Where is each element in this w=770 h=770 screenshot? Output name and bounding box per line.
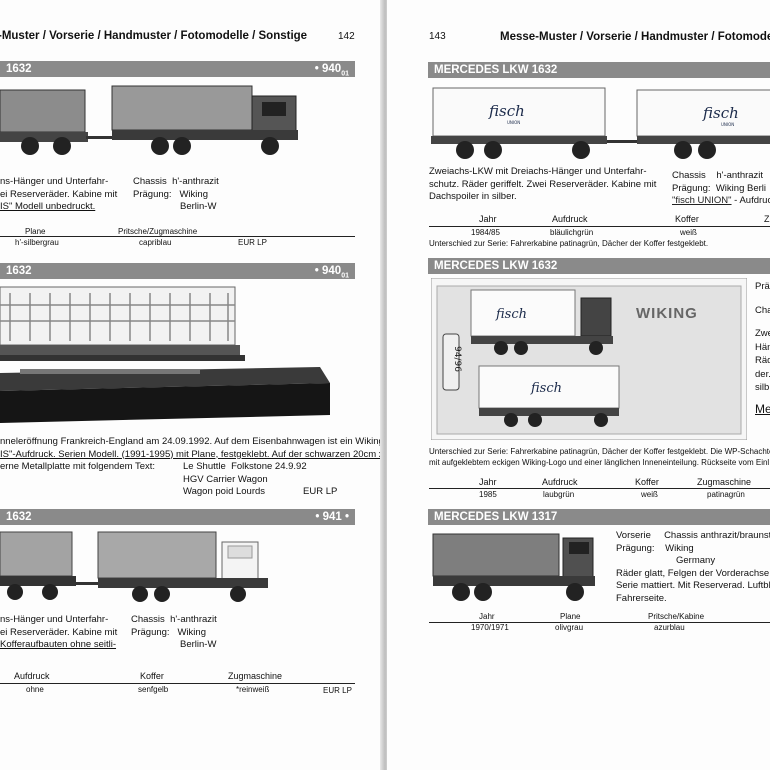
- table-cell: olivgrau: [555, 623, 584, 632]
- column-header: Pritsche/Kabine: [648, 612, 705, 621]
- entry-title-bar: 1632 • 941 •: [0, 509, 355, 525]
- left-page: -Muster / Vorserie / Handmuster / Fotomo…: [0, 0, 383, 770]
- svg-text:fisch: fisch: [530, 381, 562, 396]
- column-header: Plane: [560, 612, 581, 621]
- entry-title-bar: MERCEDES LKW 1317: [428, 509, 770, 525]
- column-header: Aufdruck: [14, 671, 50, 681]
- fisch-logo: fisch: [702, 104, 739, 122]
- column-header: Koffer: [140, 671, 164, 681]
- truck-photo: [431, 530, 601, 606]
- handwritten-label: 94/96: [452, 346, 462, 372]
- entry-note: Unterschied zur Serie: Fahrerkabine pati…: [429, 239, 709, 248]
- entry-model-name: MERCEDES LKW 1632: [434, 64, 558, 76]
- price-label: EUR LP: [323, 686, 352, 695]
- table-divider: [429, 488, 770, 489]
- entry-title-bar: 1632 • 94001: [0, 263, 355, 279]
- entry-title-bar: MERCEDES LKW 1632: [428, 62, 770, 78]
- column-header: Jahr: [479, 612, 495, 621]
- column-header: Pritsche/Zugmaschine: [118, 227, 198, 236]
- column-header: Zugmaschine: [228, 671, 283, 681]
- wiking-logo: WIKING: [636, 305, 698, 322]
- boxed-set-photo: fisch WIKING fisch 94/96: [431, 278, 747, 440]
- entry-catalog-number: • 94001: [314, 265, 349, 280]
- column-header: Aufdruck: [542, 477, 578, 487]
- right-page: 143 Messe-Muster / Vorserie / Handmuster…: [387, 0, 770, 770]
- column-header: Z: [764, 214, 770, 224]
- price-label: EUR LP: [238, 238, 267, 247]
- truck-photo: [0, 80, 300, 166]
- entry-description: nneleröffnung Frankreich-England am 24.0…: [0, 436, 383, 472]
- table-cell: patinagrün: [707, 490, 745, 499]
- price-label: EUR LP: [303, 486, 338, 497]
- table-divider: [429, 226, 770, 227]
- fisch-logo: fisch: [488, 102, 525, 120]
- table-cell: 1984/85: [471, 228, 500, 237]
- entry-specs: Prä Cha Zwe Hän Räd der. silb Me: [755, 281, 770, 416]
- page-number: 143: [429, 31, 446, 42]
- entry-title-bar: 1632 • 94001: [0, 61, 355, 77]
- table-divider: [0, 683, 355, 684]
- page-header: -Muster / Vorserie / Handmuster / Fotomo…: [0, 30, 308, 42]
- table-divider: [429, 622, 770, 623]
- table-cell: azurblau: [654, 623, 685, 632]
- entry-note: Unterschied zur Serie: Fahrerkabine pati…: [429, 447, 770, 456]
- truck-photo: [0, 528, 275, 608]
- column-header: Zugmaschine: [697, 477, 752, 487]
- table-cell: ohne: [26, 685, 44, 694]
- entry-specs: Vorserie Chassis anthrazit/braunsti Präg…: [616, 530, 770, 604]
- railway-wagon-photo: [0, 283, 330, 423]
- table-divider: [0, 236, 355, 237]
- table-cell: senfgelb: [138, 685, 169, 694]
- table-cell: laubgrün: [543, 490, 575, 499]
- table-cell: h'-silbergrau: [15, 238, 59, 247]
- table-cell: weiß: [641, 490, 658, 499]
- table-cell: capriblau: [139, 238, 172, 247]
- entry-note: mit aufgeklebtem eckigen Wiking-Logo und…: [429, 458, 770, 467]
- entry-model-name: MERCEDES LKW 1632: [434, 260, 558, 272]
- entry-title-bar: MERCEDES LKW 1632: [428, 258, 770, 274]
- page-number: 142: [338, 31, 355, 42]
- entry-model-name: 1632: [6, 265, 32, 277]
- plate-text: Le Shuttle Folkstone 24.9.92 HGV Carrier…: [183, 461, 307, 497]
- book-gutter: [380, 0, 390, 770]
- svg-text:fisch: fisch: [495, 307, 527, 322]
- table-cell: 1970/1971: [471, 623, 509, 632]
- column-header: Jahr: [479, 214, 497, 224]
- entry-specs: Chassis h'-anthrazit Prägung: Wiking Ber…: [672, 170, 770, 206]
- entry-catalog-number: • 94001: [314, 63, 349, 78]
- entry-specs: Chassis h'-anthrazit Prägung: Wiking Ber…: [133, 176, 219, 212]
- column-header: Aufdruck: [552, 214, 588, 224]
- entry-description: Zweiachs-LKW mit Dreiachs-Hänger und Unt…: [429, 166, 657, 202]
- entry-specs: Chassis h'-anthrazit Prägung: Wiking Ber…: [131, 614, 217, 650]
- page-header: Messe-Muster / Vorserie / Handmuster / F…: [500, 31, 770, 43]
- table-cell: weiß: [680, 228, 697, 237]
- table-cell: bläulichgrün: [550, 228, 594, 237]
- svg-text:UNION: UNION: [721, 122, 734, 127]
- table-cell: *reinweiß: [236, 685, 270, 694]
- entry-model-name: 1632: [6, 511, 32, 523]
- entry-description: ns-Hänger und Unterfahr- ei Reserveräder…: [0, 614, 118, 650]
- column-header: Jahr: [479, 477, 497, 487]
- truck-photo: fisch fisch UNION UNION: [431, 82, 770, 168]
- entry-model-name: 1632: [6, 63, 32, 75]
- table-cell: 1985: [479, 490, 497, 499]
- entry-description: ns-Hänger und Unterfahr- ei Reserveräder…: [0, 176, 118, 212]
- entry-catalog-number: • 941 •: [315, 511, 349, 523]
- entry-model-name: MERCEDES LKW 1317: [434, 511, 558, 523]
- svg-text:UNION: UNION: [507, 120, 520, 125]
- column-header: Koffer: [635, 477, 659, 487]
- column-header: Koffer: [675, 214, 699, 224]
- column-header: Plane: [25, 227, 46, 236]
